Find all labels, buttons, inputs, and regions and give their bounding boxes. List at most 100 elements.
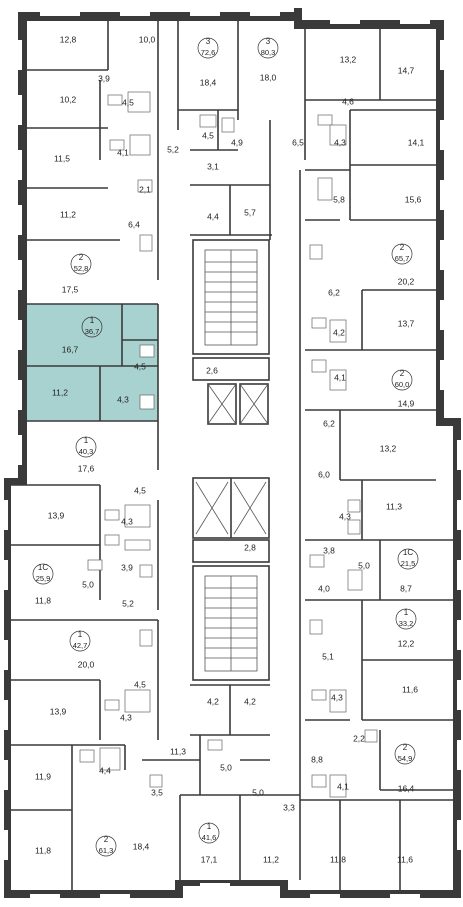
room-area: 5,2 — [167, 144, 179, 154]
apt-badge[interactable]: 2 52,8 — [70, 253, 92, 275]
room-area: 16,7 — [62, 344, 79, 354]
stair-bottom — [204, 575, 258, 672]
room-area: 2,1 — [139, 184, 151, 194]
apt-badge[interactable]: 3 80,3 — [257, 37, 279, 59]
apt-rooms: 1С — [38, 563, 48, 572]
room-area: 11,8 — [35, 595, 51, 605]
apt-badge[interactable]: 1 36,7 — [81, 316, 103, 338]
room-area: 4,6 — [342, 96, 354, 106]
room-area: 6,2 — [328, 287, 340, 297]
room-area: 5,0 — [220, 762, 232, 772]
room-area: 11,2 — [52, 387, 68, 397]
apt-rooms: 1 — [404, 608, 409, 617]
room-area: 4,3 — [331, 692, 343, 702]
room-area: 4,1 — [334, 372, 346, 382]
room-area: 5,0 — [252, 787, 264, 797]
apt-badge[interactable]: 3 72,6 — [197, 37, 219, 59]
apt-badge[interactable]: 1С 25,9 — [32, 563, 54, 585]
room-area: 12,8 — [60, 34, 77, 44]
room-area: 11,8 — [35, 845, 51, 855]
room-area: 4,1 — [117, 147, 129, 157]
room-area: 13,9 — [50, 706, 67, 716]
apt-area: 21,5 — [401, 559, 416, 568]
room-area: 13,2 — [340, 54, 357, 64]
apt-area: 36,7 — [85, 327, 100, 336]
apt-area: 65,7 — [395, 254, 410, 263]
room-area: 8,7 — [400, 583, 412, 593]
room-area: 12,2 — [398, 638, 415, 648]
apt-area: 25,9 — [36, 574, 51, 583]
apt-area: 80,3 — [261, 48, 276, 57]
room-area: 4,3 — [334, 137, 346, 147]
apt-badge[interactable]: 2 60,0 — [391, 369, 413, 391]
apt-badge[interactable]: 2 61,3 — [95, 835, 117, 857]
windows — [4, 12, 461, 898]
apt-badge[interactable]: 1 41,6 — [198, 822, 220, 844]
room-area: 3,9 — [98, 73, 110, 83]
apt-area: 61,3 — [99, 846, 114, 855]
apt-area: 42,7 — [73, 641, 88, 650]
apt-rooms: 1 — [90, 316, 95, 325]
room-area: 5,2 — [122, 598, 134, 608]
apt-rooms: 1С — [403, 548, 413, 557]
room-area: 4,3 — [339, 511, 351, 521]
room-area: 11,2 — [263, 854, 279, 864]
room-area: 11,5 — [54, 153, 70, 163]
apt-area: 41,6 — [202, 833, 217, 842]
room-area: 15,6 — [405, 194, 422, 204]
apt-rooms: 3 — [266, 37, 271, 46]
apt-badge[interactable]: 1 33,2 — [395, 608, 417, 630]
apt-rooms: 2 — [104, 835, 109, 844]
apt-area: 54,9 — [398, 754, 413, 763]
apt-badge[interactable]: 1 42,7 — [69, 630, 91, 652]
room-area: 14,9 — [398, 398, 415, 408]
room-area: 11,8 — [330, 854, 346, 864]
room-area: 14,7 — [398, 65, 415, 75]
apt-badge[interactable]: 1С 21,5 — [397, 548, 419, 570]
room-area: 17,1 — [201, 854, 218, 864]
room-area: 10,2 — [60, 94, 77, 104]
room-area: 11,3 — [386, 501, 402, 511]
room-area: 10,0 — [139, 34, 156, 44]
room-area: 5,0 — [82, 579, 94, 589]
room-area: 2,6 — [206, 365, 218, 375]
apt-badge[interactable]: 1 40,3 — [75, 436, 97, 458]
room-area: 11,9 — [35, 771, 51, 781]
room-area: 5,8 — [333, 194, 345, 204]
room-area: 11,3 — [170, 746, 186, 756]
room-area: 4,1 — [337, 781, 349, 791]
room-area: 6,4 — [128, 219, 140, 229]
room-area: 4,3 — [121, 516, 133, 526]
room-area: 4,9 — [231, 137, 243, 147]
room-area: 4,4 — [99, 765, 111, 775]
apt-rooms: 3 — [206, 37, 211, 46]
apt-rooms: 2 — [79, 253, 84, 262]
room-area: 13,7 — [398, 318, 415, 328]
room-area: 18,4 — [133, 841, 150, 851]
room-area: 5,0 — [358, 560, 370, 570]
room-area: 14,1 — [408, 137, 425, 147]
apt-rooms: 1 — [84, 436, 89, 445]
room-area: 4,5 — [122, 97, 134, 107]
apt-rooms: 2 — [400, 243, 405, 252]
apartment-badges: 3 72,6 3 80,3 2 52,8 2 65,7 1 36,7 2 60,… — [32, 37, 419, 857]
room-area: 4,2 — [333, 327, 345, 337]
room-area: 11,6 — [397, 854, 413, 864]
interior-walls — [11, 20, 453, 890]
apt-badge[interactable]: 2 65,7 — [391, 243, 413, 265]
apt-rooms: 1 — [78, 630, 83, 639]
room-area: 17,5 — [62, 284, 79, 294]
apt-rooms: 2 — [403, 743, 408, 752]
room-area: 17,6 — [78, 463, 95, 473]
room-area-labels: 12,8 10,0 18,4 18,0 13,2 14,7 3,9 10,2 4… — [35, 34, 425, 864]
apt-area: 33,2 — [399, 619, 414, 628]
room-area: 4,3 — [117, 394, 129, 404]
room-area: 3,8 — [323, 545, 335, 555]
room-area: 4,0 — [318, 583, 330, 593]
room-area: 16,4 — [398, 783, 415, 793]
room-area: 11,6 — [402, 684, 418, 694]
room-area: 5,7 — [244, 207, 256, 217]
room-area: 8,8 — [311, 754, 323, 764]
apt-badge[interactable]: 2 54,9 — [394, 743, 416, 765]
